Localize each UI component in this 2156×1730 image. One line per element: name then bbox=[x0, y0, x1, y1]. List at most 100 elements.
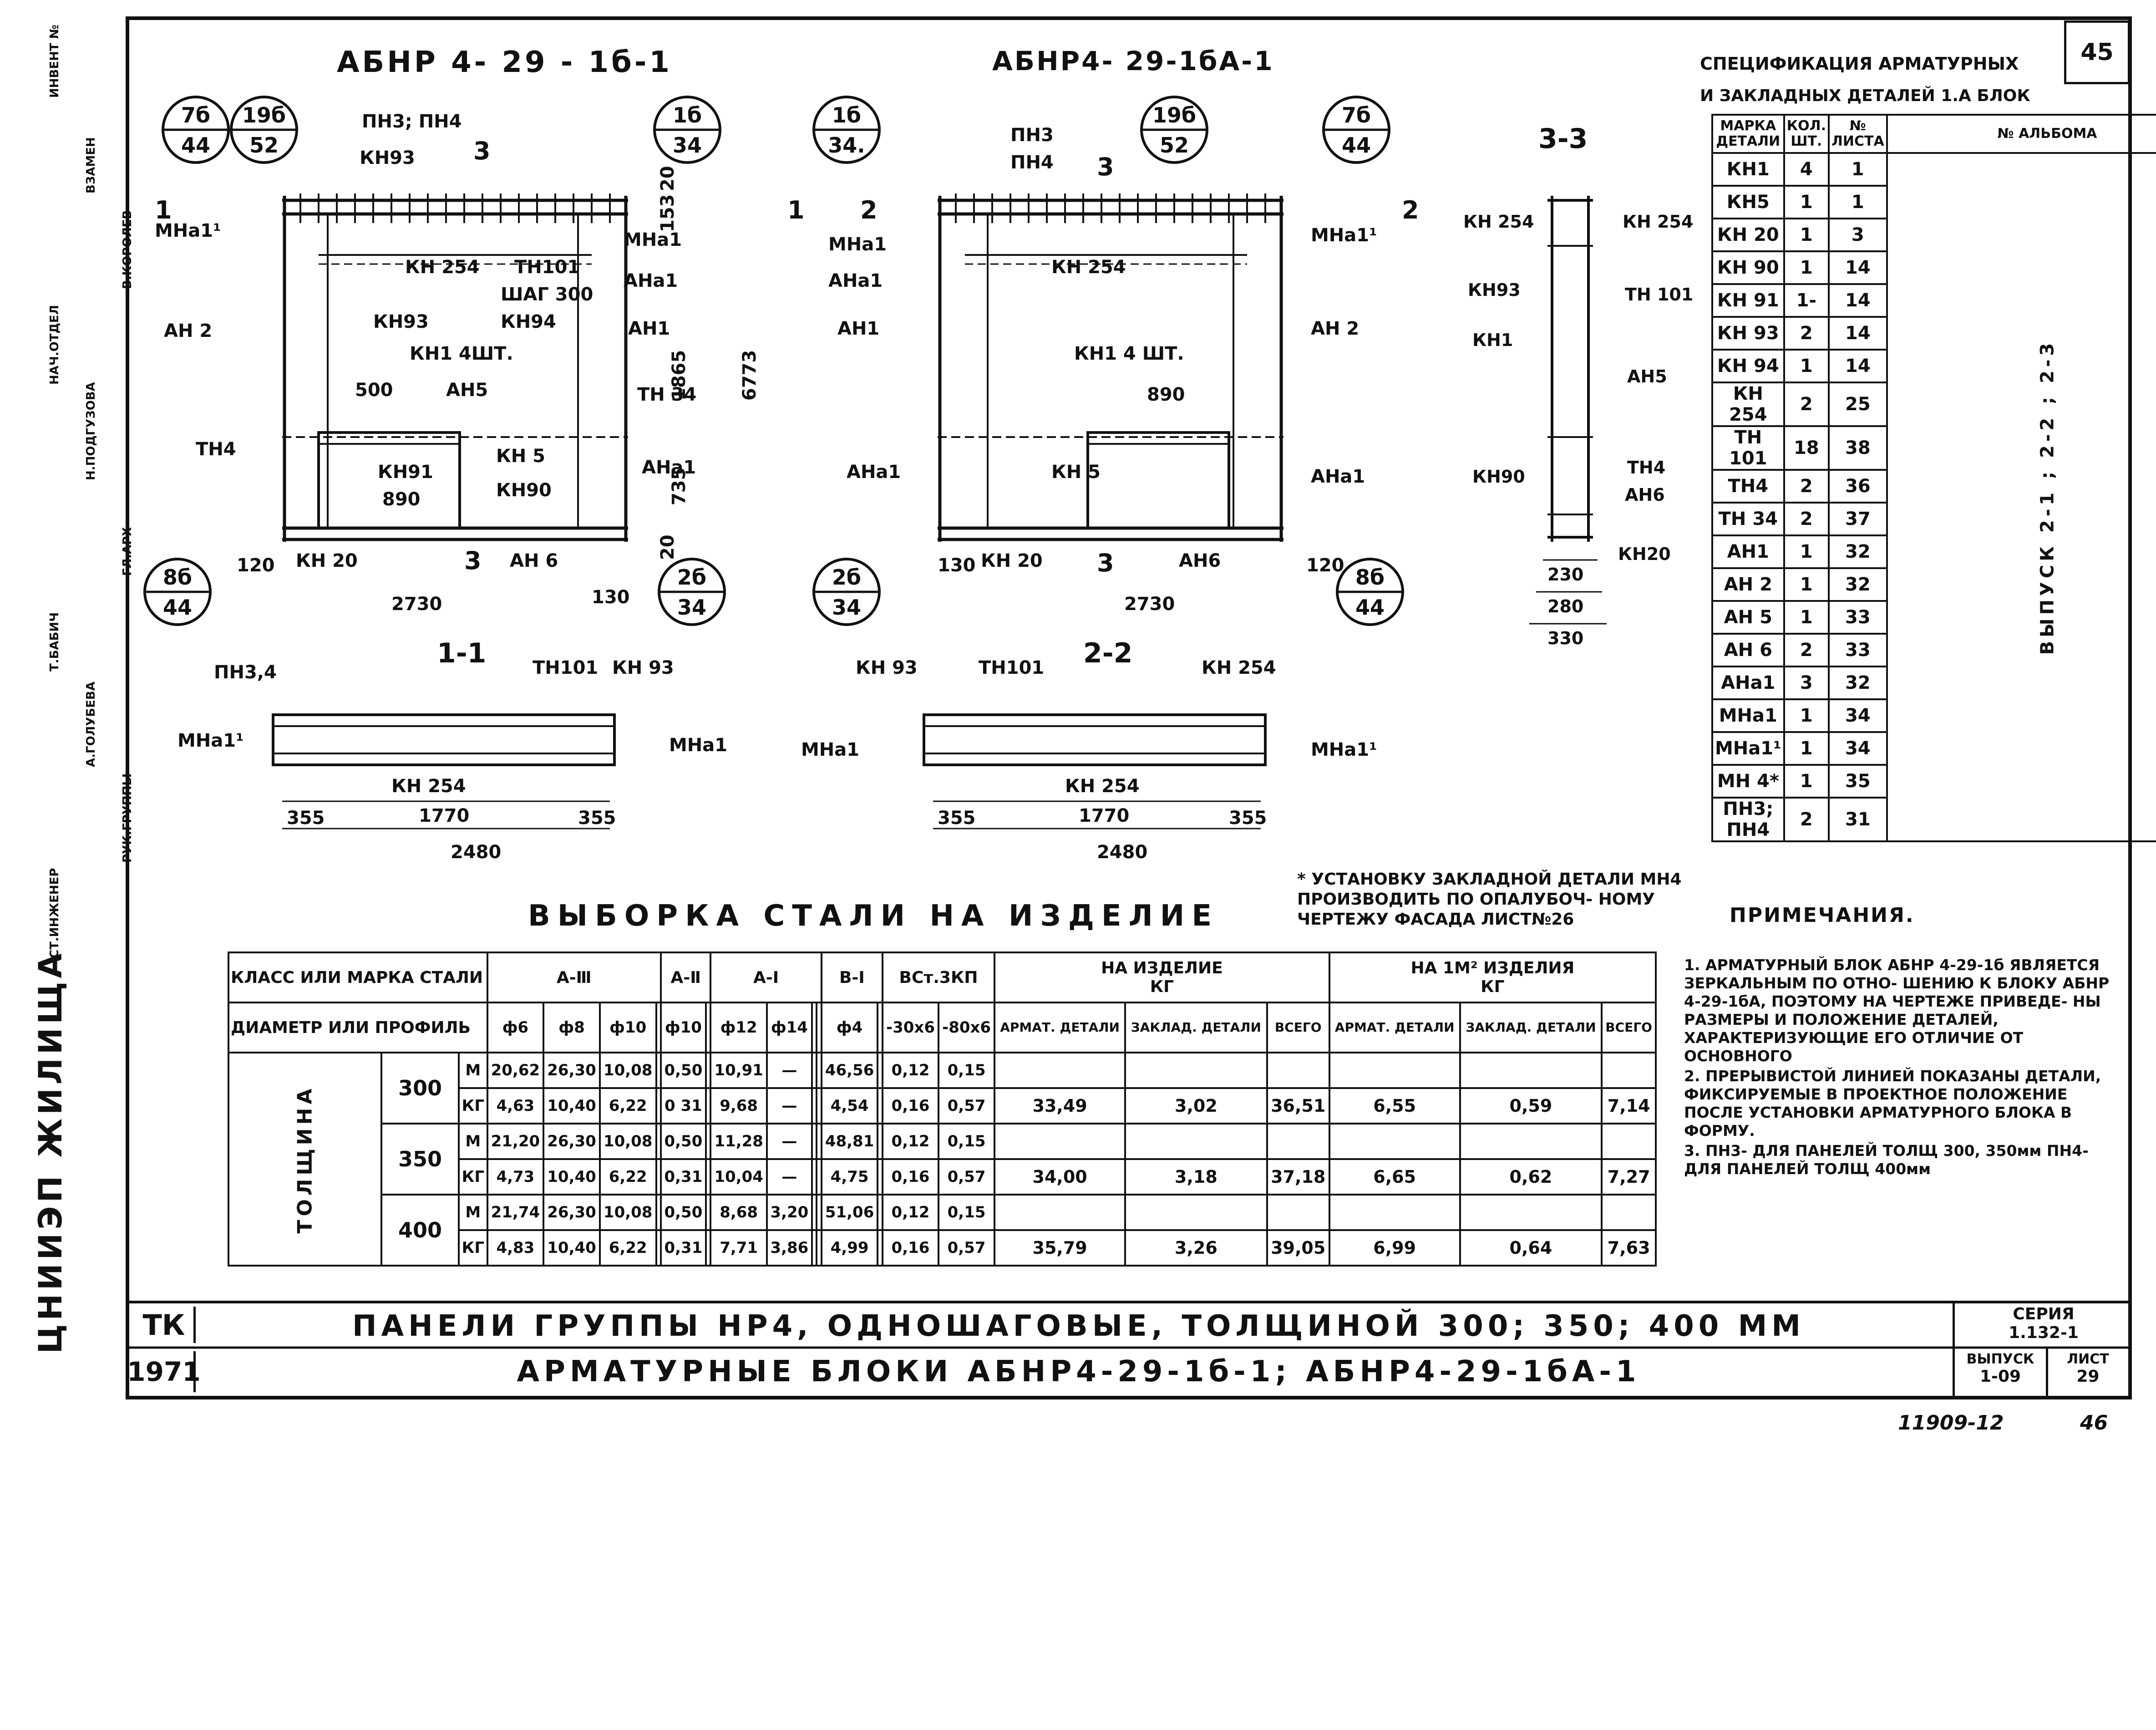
steel-cell bbox=[705, 1229, 712, 1267]
steel-summary-value: 6,65 bbox=[1328, 1158, 1461, 1196]
steel-cell: 3,20 bbox=[766, 1194, 813, 1231]
sec33-label-11: 230 bbox=[1547, 565, 1583, 585]
callout-circle bbox=[1140, 96, 1208, 164]
series-value: 1.132-1 bbox=[2009, 1323, 2079, 1342]
block1-label-25: АН 2 bbox=[164, 321, 212, 341]
steel-cell bbox=[705, 1158, 712, 1196]
callout-circle bbox=[812, 558, 881, 626]
note-2: 2. ПРЕРЫВИСТОЙ ЛИНИЕЙ ПОКАЗАНЫ ДЕТАЛИ, Ф… bbox=[1684, 1067, 2101, 1140]
series-label: СЕРИЯ bbox=[2013, 1305, 2075, 1323]
section22-title: 2-2 bbox=[1083, 637, 1133, 669]
block1-label-5: ШАГ 300 bbox=[501, 284, 593, 305]
steel-cell: 0,31 bbox=[660, 1229, 707, 1267]
block2-label-18: 120 bbox=[1306, 555, 1344, 576]
footnote: * УСТАНОВКУ ЗАКЛАДНОЙ ДЕТАЛИ МН4 ПРОИЗВО… bbox=[1297, 870, 1682, 929]
block1-label-18: 890 bbox=[382, 489, 421, 510]
spec-cell: 1 bbox=[1783, 185, 1830, 219]
steel-diameter: -80х6 bbox=[938, 1002, 996, 1053]
spec-cell: ПН3; ПН4 bbox=[1711, 797, 1785, 842]
spec-cell: 14 bbox=[1827, 250, 1888, 285]
block1-label-28: 735 bbox=[669, 468, 690, 506]
steel-summary-value: 3,26 bbox=[1124, 1229, 1268, 1267]
callout-circle bbox=[230, 96, 298, 164]
spec-cell: 33 bbox=[1827, 600, 1888, 635]
block2-label-2: ПН4 bbox=[1010, 152, 1054, 173]
sec33-label-9: АН6 bbox=[1625, 485, 1665, 505]
steel-cell: 51,06 bbox=[820, 1194, 879, 1231]
steel-thickness: 350 bbox=[380, 1123, 460, 1196]
sec33-label-5: КН1 bbox=[1472, 330, 1513, 350]
steel-diameter: ф4 bbox=[820, 1002, 879, 1053]
steel-cell: 0,15 bbox=[938, 1194, 996, 1231]
block2-label-12: АН6 bbox=[1179, 550, 1221, 571]
steel-summary-col: ЗАКЛАД. ДЕТАЛИ bbox=[1459, 1002, 1603, 1053]
steel-cell bbox=[816, 1229, 822, 1267]
section33 bbox=[1529, 196, 1607, 625]
spec-cell: 14 bbox=[1827, 283, 1888, 318]
steel-summary-col: ВСЕГО bbox=[1601, 1002, 1657, 1053]
spec-table: МАРКА ДЕТАЛИ КОЛ. ШТ. № ЛИСТА № АЛЬБОМА … bbox=[1711, 114, 2156, 842]
spec-cell: МНа1 bbox=[1711, 698, 1785, 733]
block1-label-20: АНа1 bbox=[642, 457, 696, 478]
spec-cell: КН 91 bbox=[1711, 283, 1785, 318]
steel-cell bbox=[1328, 1123, 1461, 1160]
callout-number: 19б bbox=[242, 103, 286, 127]
sec11-label-1: ПН3,4 bbox=[214, 662, 277, 683]
spec-title-1: СПЕЦИФИКАЦИЯ АРМАТУРНЫХ bbox=[1700, 54, 2019, 74]
steel-per-m2-label: НА 1М² ИЗДЕЛИЯ bbox=[1410, 959, 1575, 977]
block1-label-21: КН 20 bbox=[296, 550, 358, 571]
callout-number: 1б bbox=[673, 103, 702, 127]
steel-summary-value: 6,55 bbox=[1328, 1087, 1461, 1124]
callout-sheet: 44 bbox=[163, 595, 192, 620]
stamp-row: В.КОРОЛЕВ bbox=[121, 210, 134, 289]
steel-summary-value: 7,14 bbox=[1601, 1087, 1657, 1124]
callout-number: 19б bbox=[1152, 103, 1196, 127]
callout-number: 7б bbox=[1342, 103, 1371, 127]
block1-label-14: ТН 34 bbox=[637, 384, 696, 405]
steel-cell bbox=[816, 1158, 822, 1196]
steel-cell: 6,22 bbox=[599, 1158, 657, 1196]
steel-cell bbox=[1601, 1052, 1657, 1089]
block1-label-16: КН91 bbox=[378, 462, 433, 483]
section-marker-label-6: 3 bbox=[464, 546, 482, 575]
spec-cell: 1 bbox=[1827, 185, 1888, 219]
spec-col-album: № АЛЬБОМА bbox=[1886, 114, 2156, 154]
steel-cell: 4,75 bbox=[820, 1158, 879, 1196]
block2-label-9: КН 5 bbox=[1051, 462, 1101, 483]
steel-unit: КГ bbox=[458, 1158, 488, 1196]
sec33-label-13: 330 bbox=[1547, 628, 1583, 648]
spec-cell: 1 bbox=[1783, 349, 1830, 383]
steel-diameter bbox=[877, 1002, 883, 1053]
steel-cell bbox=[1124, 1194, 1268, 1231]
sec33-label-2: КН 254 bbox=[1623, 212, 1693, 232]
spec-cell: 2 bbox=[1783, 633, 1830, 667]
sec22-label-2: ТН101 bbox=[979, 657, 1044, 678]
sec11-label-8: 1770 bbox=[419, 805, 469, 826]
steel-unit-label: КГ bbox=[1150, 977, 1174, 996]
spec-cell: ТН 101 bbox=[1711, 425, 1785, 471]
stamp-row: А.ГОЛУБЕВА bbox=[84, 682, 98, 767]
sec33-label-6: АН5 bbox=[1627, 366, 1667, 387]
sec11-label-7: 355 bbox=[287, 808, 325, 829]
steel-cell bbox=[705, 1123, 712, 1160]
steel-cell: 4,63 bbox=[486, 1087, 545, 1124]
steel-cell bbox=[1266, 1052, 1330, 1089]
steel-cell: 0,50 bbox=[660, 1123, 707, 1160]
steel-summary-value: 39,05 bbox=[1266, 1229, 1330, 1267]
block1-label-11: КН1 4ШТ. bbox=[410, 343, 513, 364]
note-3: 3. ПН3- ДЛЯ ПАНЕЛЕЙ ТОЛЩ 300, 350мм ПН4-… bbox=[1684, 1142, 2089, 1178]
steel-cell: 0,12 bbox=[881, 1194, 940, 1231]
steel-cell: — bbox=[766, 1052, 813, 1089]
steel-diameter: ф14 bbox=[766, 1002, 813, 1053]
title-code-2: 1971 bbox=[127, 1351, 201, 1392]
block1-label-13: АН5 bbox=[446, 380, 488, 401]
steel-summary-col: АРМАТ. ДЕТАЛИ bbox=[994, 1002, 1126, 1053]
steel-class: В-Ⅰ bbox=[820, 952, 883, 1003]
